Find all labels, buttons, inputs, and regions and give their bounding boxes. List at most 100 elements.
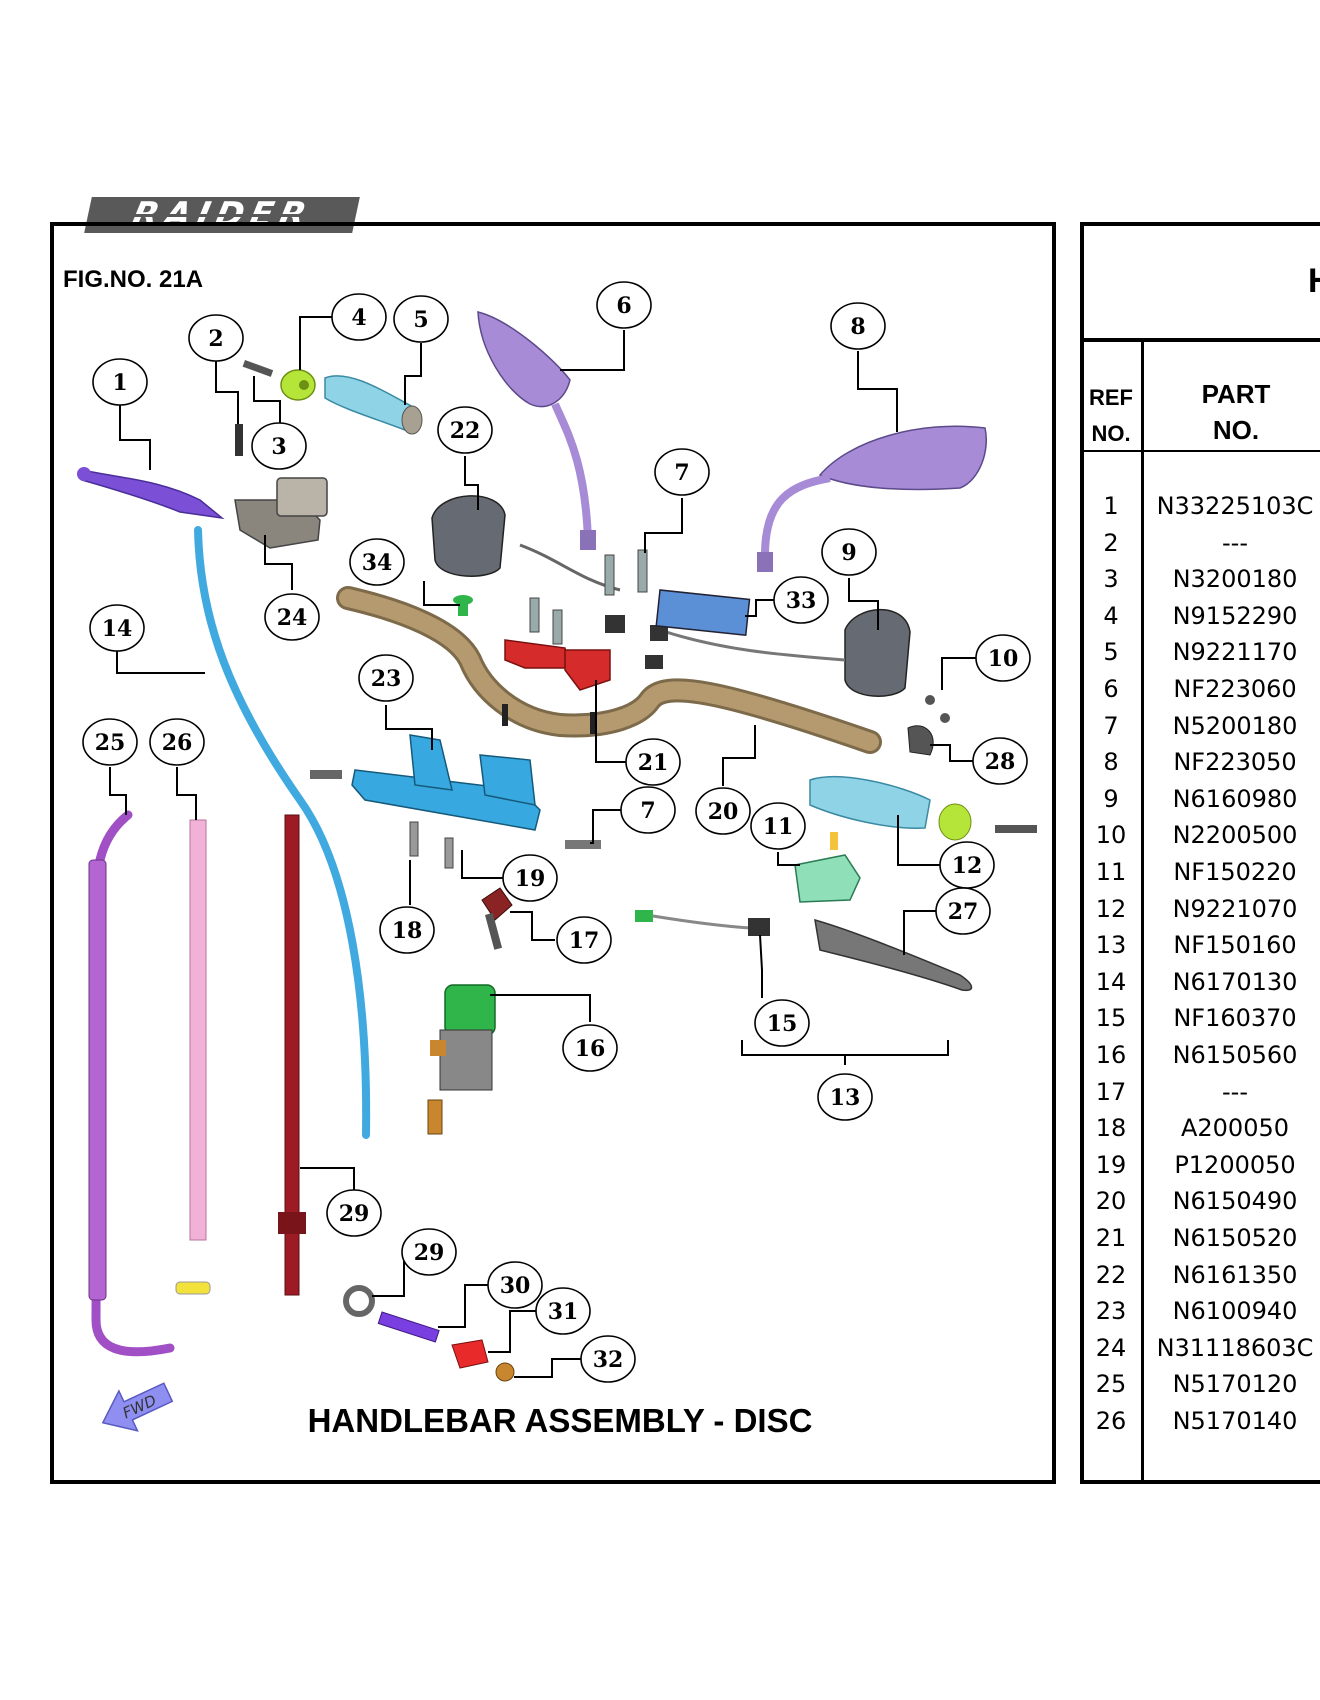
callout-label: 15 (767, 1011, 798, 1037)
callout-24: 24 (264, 593, 320, 641)
clutch-bracket (794, 854, 861, 903)
leader-23 (385, 705, 433, 750)
left-switch (431, 495, 506, 577)
leader-31 (488, 1310, 538, 1353)
clutch-lever (814, 918, 973, 992)
callout-label: 8 (850, 314, 865, 340)
ref-number-cell: 23 (1095, 1297, 1127, 1326)
callout-label: 34 (362, 550, 393, 576)
leader-21 (595, 680, 627, 763)
part-number-cell: N5200180 (1172, 711, 1298, 740)
leader-25 (109, 767, 127, 815)
leader-4 (299, 316, 339, 370)
leader-19 (461, 850, 505, 879)
callout-12: 12 (939, 841, 995, 889)
callout-label: 30 (500, 1273, 531, 1299)
callout-16: 16 (562, 1024, 618, 1072)
part-number-cell: A200050 (1180, 1114, 1290, 1143)
callout-label: 6 (616, 293, 631, 319)
ref-number-cell: 13 (1095, 931, 1127, 960)
callout-label: 18 (392, 918, 423, 944)
part-number-cell: N33225103C (1156, 492, 1314, 520)
part-number-cell: NF223050 (1173, 748, 1297, 777)
callout-label: 10 (988, 646, 1019, 672)
ref-number-cell: 11 (1095, 858, 1127, 886)
callout-11: 11 (750, 802, 806, 850)
ref-number-cell: 20 (1095, 1187, 1127, 1216)
forward-arrow: FWD (101, 1382, 174, 1432)
ref-number-cell: 18 (1095, 1114, 1127, 1143)
figure-frame (50, 222, 1056, 1484)
callout-label: 29 (414, 1240, 445, 1266)
callout-label: 22 (450, 418, 481, 444)
callout-3: 3 (251, 422, 307, 470)
callout-label: 16 (575, 1036, 606, 1062)
callout-23: 23 (358, 654, 414, 702)
ref-number-cell: 2 (1103, 528, 1119, 557)
speedometer-cable (194, 526, 371, 1139)
throttle-cable-sleeve (88, 859, 107, 1301)
callout-21: 21 (625, 738, 681, 786)
leader-9 (848, 578, 879, 630)
figure-number: FIG.NO. 21A (63, 266, 204, 293)
part-number-cell: N6160980 (1172, 784, 1298, 813)
callout-label: 13 (830, 1085, 861, 1111)
callout-25: 25 (82, 718, 138, 766)
part-number-cell: N6150490 (1172, 1187, 1298, 1216)
choke-cable-pink (189, 819, 207, 1241)
callout-27: 27 (935, 887, 991, 935)
leader-20 (722, 725, 756, 786)
column-header-ref: REF NO. (1089, 385, 1133, 446)
leader-7b (590, 809, 623, 844)
spring-30 (377, 1311, 440, 1343)
part-number-cell: N6150560 (1172, 1041, 1298, 1069)
part-number-cell: N6161350 (1172, 1260, 1298, 1289)
callout-9: 9 (821, 528, 877, 576)
part-number-cell: NF150220 (1173, 858, 1297, 886)
ref-number-cell: 26 (1095, 1407, 1127, 1435)
callout-label: 7 (674, 460, 689, 486)
table-column-divider (1141, 338, 1144, 1484)
upper-clamp-right (564, 649, 611, 691)
callout-label: 31 (548, 1299, 579, 1325)
ref-number-cell: 24 (1095, 1333, 1127, 1362)
ignition-switch (444, 984, 496, 1036)
leader-2 (215, 361, 239, 424)
leader-13 (741, 1040, 949, 1065)
callout-8: 8 (830, 302, 886, 350)
cap-31 (451, 1339, 489, 1369)
ref-number-cell: 5 (1103, 638, 1119, 667)
callout-14: 14 (89, 604, 145, 652)
callout-label: 9 (841, 540, 856, 566)
callout-31: 31 (535, 1287, 591, 1335)
leader-11 (777, 852, 800, 866)
leader-30 (438, 1284, 491, 1328)
leader-6 (560, 330, 625, 371)
callout-label: 4 (351, 305, 366, 331)
leader-7a (644, 498, 683, 553)
ref-number-cell: 16 (1095, 1041, 1127, 1069)
callout-10: 10 (975, 634, 1031, 682)
fwd-label: FWD (120, 1391, 159, 1422)
leader-10 (941, 657, 977, 690)
callout-label: 33 (786, 588, 817, 614)
part-number-cell: --- (1222, 1077, 1248, 1106)
bar-end-weight (280, 369, 316, 401)
callout-22: 22 (437, 406, 493, 454)
leader-33 (745, 599, 776, 617)
callout-label: 25 (95, 730, 126, 756)
ref-number-cell: 14 (1095, 967, 1127, 996)
callout-6: 6 (596, 281, 652, 329)
leader-32 (514, 1358, 583, 1378)
ref-number-cell: 9 (1103, 784, 1119, 813)
callout-28: 28 (972, 737, 1028, 785)
leader-26 (176, 767, 197, 820)
part-number-cell: P1200050 (1174, 1150, 1296, 1179)
part-number-cell: N3200180 (1172, 565, 1298, 594)
ref-number-cell: 3 (1103, 565, 1119, 594)
part-number-cell: --- (1222, 528, 1248, 557)
leader-16 (490, 994, 591, 1022)
clutch-cable-red (284, 814, 300, 1296)
callout-33: 33 (773, 576, 829, 624)
